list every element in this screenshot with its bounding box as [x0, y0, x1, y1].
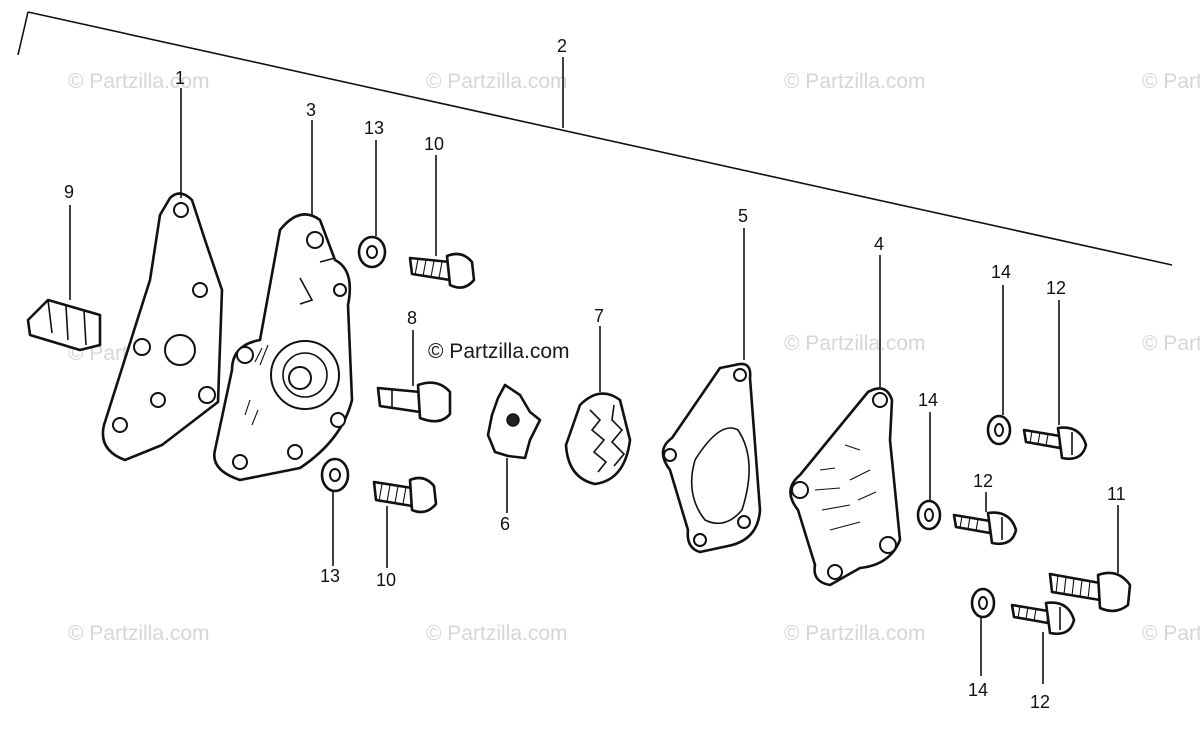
watermark: © Partzilla.com: [68, 70, 210, 93]
callout-14-top: 14: [991, 262, 1011, 282]
watermark-center: © Partzilla.com: [428, 340, 570, 363]
callout-13-bottom: 13: [320, 566, 340, 586]
watermark: © Partzilla.com: [426, 622, 568, 645]
callout-12-middle: 12: [973, 471, 993, 491]
callout-10-bottom: 10: [376, 570, 396, 590]
part-7-outer-rotor: [564, 326, 632, 486]
part-14-washer-bottom-right: [970, 587, 996, 676]
callout-14-middle: 14: [918, 390, 938, 410]
part-11-bolt: [1048, 505, 1132, 613]
callout-11: 11: [1107, 484, 1126, 504]
watermark: © Partzilla.com: [784, 70, 926, 93]
callout-12-bottom: 12: [1030, 692, 1050, 712]
callout-5: 5: [738, 206, 748, 226]
part-10-bolt-top: [408, 155, 476, 289]
callout-13-top: 13: [364, 118, 384, 138]
part-3-pump-body: [213, 120, 354, 482]
part-12-screw-top: [1022, 300, 1088, 460]
callout-7: 7: [594, 306, 604, 326]
callout-10-top: 10: [424, 134, 444, 154]
part-9-fitting: [26, 205, 102, 352]
watermark: © Partzilla.com: [784, 622, 926, 645]
callout-3: 3: [306, 100, 316, 120]
part-13-washer-top: [357, 140, 387, 269]
callout-4: 4: [874, 234, 884, 254]
part-8-shaft: [376, 330, 452, 423]
callout-1: 1: [175, 68, 185, 88]
part-14-washer-top-right: [986, 285, 1012, 446]
watermark: © Partzilla.com: [1142, 332, 1200, 355]
part-13-washer-bottom: [320, 457, 350, 566]
watermark-group: © Partzilla.com © Partzilla.com © Partzi…: [68, 70, 1200, 645]
callout-9: 9: [64, 182, 74, 202]
assembly-bracket: [17, 11, 1173, 266]
part-12-screw-bottom: [1010, 601, 1076, 684]
callout-14-bottom: 14: [968, 680, 988, 700]
part-10-bolt-bottom: [372, 476, 438, 568]
watermark: © Partzilla.com: [68, 622, 210, 645]
part-14-washer-left: [916, 412, 942, 531]
watermark: © Partzilla.com: [426, 70, 568, 93]
part-12-screw-middle: [952, 492, 1018, 545]
part-4-cover: [789, 255, 902, 587]
watermark: © Partzilla.com: [784, 332, 926, 355]
callout-12-top: 12: [1046, 278, 1066, 298]
callout-8: 8: [407, 308, 417, 328]
watermark: © Partzilla.com: [1142, 622, 1200, 645]
part-1-pump-plate: [101, 88, 224, 462]
callout-labels: 1 2 3 4 5 6 7 8 9 10 10 11 12 12 12 13 1…: [64, 36, 1126, 712]
part-5-gasket: [661, 228, 762, 554]
watermark: © Partzilla.com: [1142, 70, 1200, 93]
part-6-inner-rotor: [486, 383, 542, 513]
callout-6: 6: [500, 514, 510, 534]
callout-2: 2: [557, 36, 567, 56]
